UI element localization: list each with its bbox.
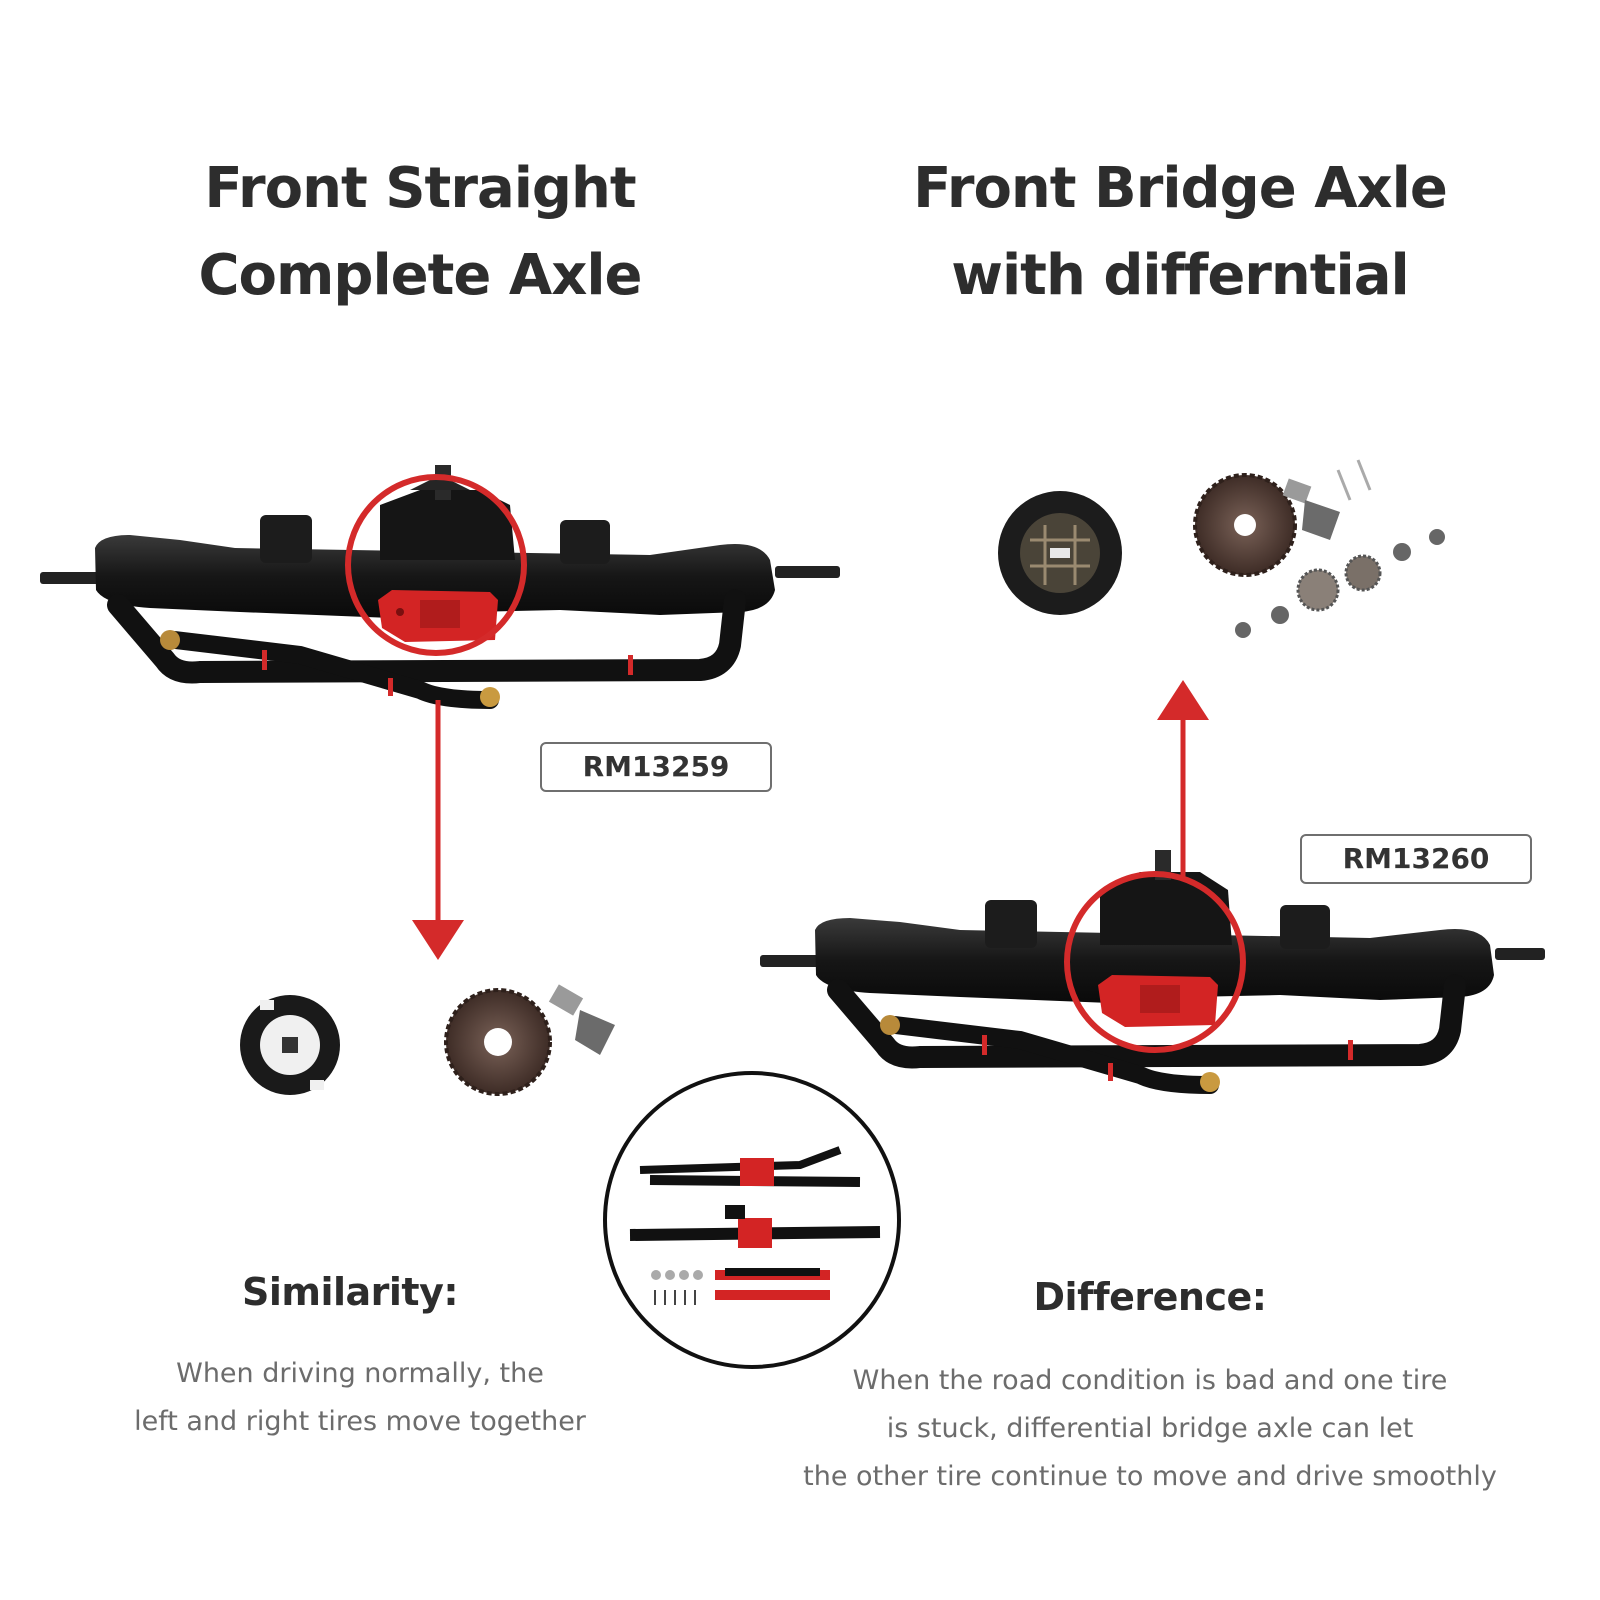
differential-case-open-photo	[998, 491, 1122, 615]
differential-case-photo	[240, 995, 340, 1095]
difference-heading: Difference:	[1033, 1275, 1267, 1319]
left-model-code: RM13259	[540, 742, 772, 792]
left-axle	[40, 465, 840, 709]
left-model-code-text: RM13259	[582, 750, 730, 783]
right-model-code-text: RM13260	[1342, 842, 1490, 875]
arrow-up-icon	[1157, 680, 1209, 720]
similarity-line1: When driving normally, the	[176, 1358, 544, 1389]
right-title: Front Bridge Axle with differntial	[880, 146, 1480, 320]
difference-description: When the road condition is bad and one t…	[770, 1357, 1530, 1501]
right-highlight-circle	[1064, 871, 1246, 1053]
left-title: Front Straight Complete Axle	[150, 146, 690, 320]
spider-gears-photo	[1235, 529, 1445, 638]
difference-line3: the other tire continue to move and driv…	[803, 1461, 1497, 1492]
right-axle	[760, 850, 1545, 1094]
left-title-line2: Complete Axle	[198, 242, 642, 308]
right-title-line1: Front Bridge Axle	[913, 156, 1448, 221]
ring-gear-large-photo	[1193, 473, 1297, 577]
arrow-down-icon	[412, 920, 464, 960]
similarity-line2: left and right tires move together	[134, 1406, 586, 1437]
pinion-gear-small-photo	[1282, 459, 1372, 540]
similarity-description: When driving normally, the left and righ…	[110, 1350, 610, 1446]
similarity-heading: Similarity:	[241, 1270, 459, 1314]
right-model-code: RM13260	[1300, 834, 1532, 884]
left-title-line1: Front Straight	[204, 156, 636, 221]
right-title-line2: with differntial	[951, 242, 1409, 308]
pinion-gear-photo	[548, 984, 615, 1055]
ring-gear-photo	[444, 988, 552, 1096]
difference-line1: When the road condition is bad and one t…	[852, 1365, 1448, 1396]
difference-line2: is stuck, differential bridge axle can l…	[886, 1413, 1414, 1444]
kit-contents-photo	[603, 1071, 901, 1369]
left-highlight-circle	[345, 474, 527, 656]
